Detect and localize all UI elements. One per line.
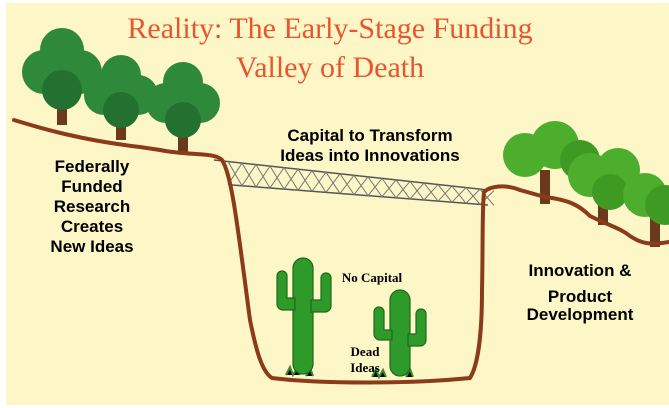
tree-2 [84, 55, 158, 140]
slide-title-line-1: Reality: The Early-Stage Funding [127, 12, 533, 45]
tree-1 [22, 28, 102, 125]
bridge [213, 159, 495, 206]
tree-3 [146, 62, 220, 154]
ground-line [12, 118, 669, 385]
slide-title-line-2: Valley of Death [235, 51, 425, 84]
bush-3 [623, 173, 669, 247]
label-dead-ideas-line-1: Dead [350, 344, 380, 359]
label-innovation-line-2: Product [547, 287, 613, 306]
cactus-1 [276, 257, 332, 375]
cactus-2 [373, 289, 427, 377]
label-innovation-line-1: Innovation & [528, 261, 632, 280]
label-innovation-line-3: Development [526, 305, 634, 324]
label-federally-funded-research: Federally Funded Research Creates New Id… [50, 157, 134, 256]
label-dead-ideas-line-2: Ideas [350, 360, 380, 375]
label-capital-to-transform: Capital to Transform Ideas into Innovati… [280, 126, 460, 165]
label-no-capital: No Capital [341, 270, 403, 285]
